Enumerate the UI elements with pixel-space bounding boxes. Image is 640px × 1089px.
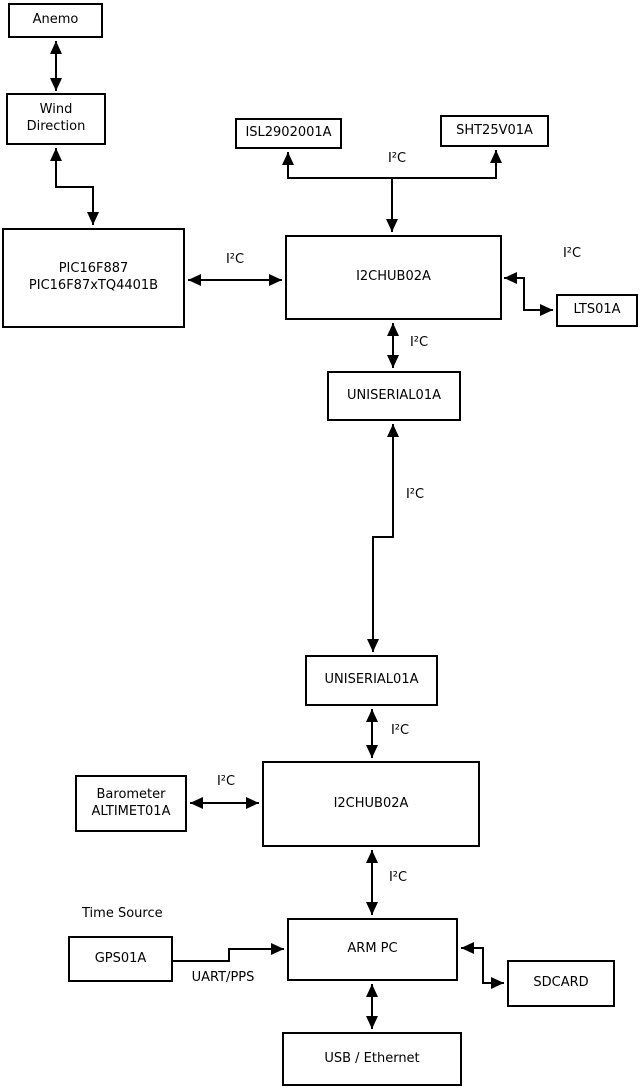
node-uniserial01a-upper-label: UNISERIAL01A [347,387,441,403]
edge-label-uart-pps: UART/PPS [191,970,255,985]
edge-i2chubtop-lts [504,272,553,316]
node-isl2902001a-label: ISL2902001A [245,125,332,141]
node-uniserial01a-upper: UNISERIAL01A [327,371,461,421]
edge-winddirection-pic [50,148,99,225]
node-usb-ethernet: USB / Ethernet [282,1032,462,1086]
edge-label-i2c-long-wire: I²C [405,487,425,502]
node-anemo-label: Anemo [32,12,79,28]
node-i2chub02a-top-label: I2CHUB02A [356,269,431,285]
node-barometer-label-line2: ALTIMET01A [91,803,171,819]
node-sht25v01a-label: SHT25V01A [456,122,533,138]
node-wind-direction-label-line1: Wind [39,102,73,118]
node-isl2902001a: ISL2902001A [235,118,342,149]
node-wind-direction: Wind Direction [6,93,106,145]
node-gps01a-label: GPS01A [94,950,147,966]
node-i2chub02a-top: I2CHUB02A [285,235,502,320]
edge-gps-armpc [173,943,284,962]
node-gps01a: GPS01A [68,936,173,982]
node-lts01a: LTS01A [556,294,638,327]
node-arm-pc-label: ARM PC [347,941,398,957]
node-uniserial01a-lower: UNISERIAL01A [305,655,438,706]
edge-label-i2c-pic-hub: I²C [225,252,245,267]
edge-label-i2c-barometer-hub: I²C [216,774,236,789]
edge-label-i2c-hub-uniserial: I²C [409,335,429,350]
node-i2chub02a-bottom-label: I2CHUB02A [333,795,409,811]
node-wind-direction-label-line2: Direction [26,119,86,134]
edge-label-i2c-hub-armpc: I²C [388,870,408,885]
node-pic16f887-label-line2: PIC16F87xTQ4401B [28,278,159,293]
node-barometer-label-line1: Barometer [96,786,166,802]
node-uniserial01a-lower-label: UNISERIAL01A [324,672,419,688]
edge-label-i2c-uniserial-hub: I²C [390,723,410,738]
node-arm-pc: ARM PC [287,918,458,981]
node-lts01a-label: LTS01A [573,302,621,318]
node-barometer: Barometer ALTIMET01A [75,775,187,832]
node-sdcard-label: SDCARD [533,975,589,991]
edge-armpc-sdcard [461,942,504,989]
node-i2chub02a-bottom: I2CHUB02A [262,761,480,847]
node-pic16f887-label-line1: PIC16F887 [58,261,129,277]
edge-label-i2c-branch: I²C [387,151,407,166]
node-pic16f887: PIC16F887 PIC16F87xTQ4401B [2,228,185,328]
edge-label-i2c-lts: I²C [562,246,582,261]
node-anemo: Anemo [8,3,103,38]
node-sht25v01a: SHT25V01A [440,115,549,147]
node-sdcard: SDCARD [507,960,615,1007]
node-usb-ethernet-label: USB / Ethernet [324,1050,420,1066]
annotation-time-source: Time Source [82,906,163,921]
edge-uniserialupper-uniseriallower [367,424,399,652]
